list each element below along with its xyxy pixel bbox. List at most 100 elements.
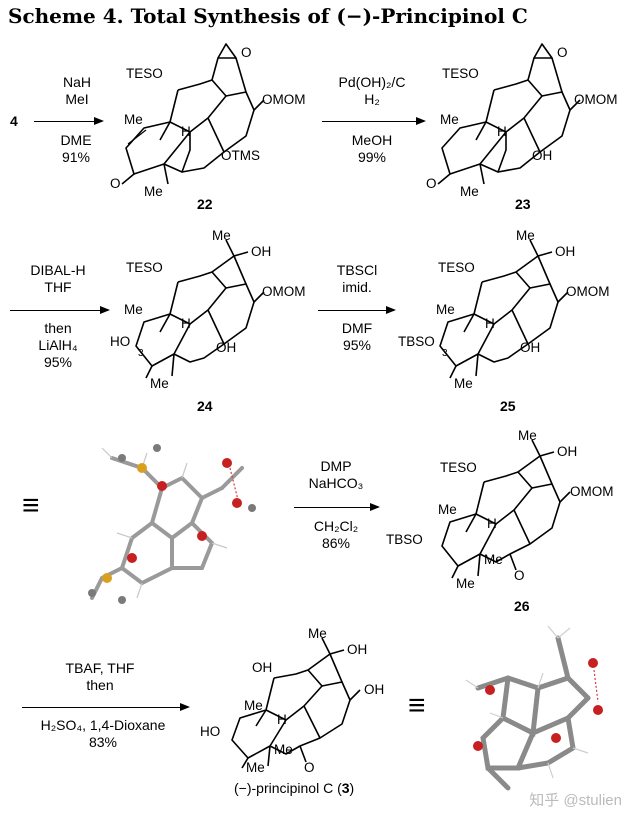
c26-tbso: TBSO [386, 532, 423, 547]
c25-me2: Me [454, 376, 473, 391]
compound-24-structure: Me OH TESO Me OMOM OH HO 3 H Me [108, 226, 313, 401]
c22-me2: Me [144, 184, 163, 199]
c26-me: Me [438, 502, 457, 517]
c24-ho: HO [110, 334, 131, 349]
c24-me2: Me [150, 376, 169, 391]
step3-reagents-above: DIBAL-H THF [10, 262, 106, 296]
watermark: 知乎 @stulien [529, 792, 622, 809]
c24-me-top: Me [212, 228, 231, 243]
c22-teso: TESO [126, 66, 163, 81]
c26-oh: OH [557, 444, 578, 459]
principinol-c-skeleton [231, 637, 361, 769]
c3-me2: Me [246, 760, 265, 775]
c24-teso: TESO [126, 260, 163, 275]
step2-yield: 99% [357, 149, 387, 165]
xray-principinol-c-image [448, 618, 626, 798]
c24-me: Me [124, 302, 143, 317]
c22-oxirane-o: O [241, 45, 252, 60]
c26-teso: TESO [440, 460, 477, 475]
c26-me-top: Me [518, 428, 537, 443]
c25-me-top: Me [516, 228, 535, 243]
compound-24-skeleton [135, 239, 265, 379]
step2-solvent: MeOH [351, 132, 393, 148]
step2-reagent: Pd(OH)₂/C [338, 74, 406, 90]
step6-reagent2: H₂SO₄, 1,4-Dioxane [40, 717, 166, 733]
c24-c3-locant: 3 [138, 348, 144, 359]
step1-solvent: DME [60, 132, 92, 148]
step5-reagent: DMP [320, 458, 352, 474]
c26-me3: Me [484, 552, 503, 567]
c25-omom: OMOM [566, 284, 610, 299]
c23-h: H [497, 124, 507, 139]
c3-oh-left: OH [252, 660, 273, 675]
c22-omom: OMOM [262, 92, 306, 107]
step4-reagent: imid. [342, 279, 372, 295]
step4-yield: 95% [342, 337, 372, 353]
principinol-c-structure: Me OH OH Me OH HO H Me O Me [196, 626, 402, 778]
c3-oh-right: OH [364, 682, 385, 697]
compound-22-number: 22 [197, 196, 213, 212]
compound-25-structure: Me OH TESO Me OMOM OH TBSO 3 H Me [396, 226, 618, 401]
step6-yield: 83% [88, 734, 118, 750]
step4-conditions-below: DMF 95% [322, 320, 392, 354]
step3-yield: 95% [43, 354, 73, 370]
c3-h: H [277, 712, 287, 727]
c25-oh-top: OH [555, 244, 576, 259]
c23-oh: OH [532, 148, 553, 163]
principinol-c-label: (−)-principinol C (3) [234, 780, 354, 796]
c3-ketone-o: O [304, 760, 315, 775]
step2-reagent: H₂ [364, 91, 380, 107]
step5-solvent: CH₂Cl₂ [313, 518, 359, 534]
c26-ketone-o: O [514, 568, 525, 583]
scheme-title: Scheme 4. Total Synthesis of (−)-Princip… [8, 4, 528, 28]
c22-h: H [181, 124, 191, 139]
compound-23-skeleton [437, 43, 581, 185]
step3-conditions-below: then LiAlH₄ 95% [10, 320, 106, 371]
xray-25-drawing [88, 444, 256, 604]
c24-oh-top: OH [251, 244, 272, 259]
step1-reagent: NaH [62, 74, 91, 90]
c3-me-top: Me [308, 626, 327, 641]
start-compound-number: 4 [10, 113, 18, 129]
c23-omom: OMOM [574, 92, 618, 107]
step6-conditions-below: H₂SO₄, 1,4-Dioxane 83% [18, 717, 188, 751]
step4-reagents-above: TBSCl imid. [322, 262, 392, 296]
c3-me3: Me [274, 742, 293, 757]
reaction-arrow-3 [10, 305, 110, 314]
compound-26-skeleton [441, 439, 571, 579]
reaction-arrow-1 [34, 116, 104, 125]
step1-reagents-above: NaH MeI [42, 74, 112, 108]
compound-26-structure: Me OH TESO Me OMOM TBSO H Me O Me [384, 426, 618, 596]
c25-c3-locant: 3 [442, 348, 448, 359]
compound-22-skeleton [121, 43, 265, 185]
step3-word: then [44, 320, 72, 336]
step1-yield: 91% [61, 149, 91, 165]
step5-conditions-below: CH₂Cl₂ 86% [296, 518, 376, 552]
step3-reagent2: LiAlH₄ [38, 337, 78, 353]
principinol-c-number: 3 [341, 780, 350, 796]
principinol-c-name: (−)-principinol C ( [234, 780, 342, 796]
step6-reagent: TBAF, THF [65, 660, 135, 676]
step5-reagents-above: DMP NaHCO₃ [296, 458, 376, 492]
c22-otms: OTMS [221, 148, 260, 163]
c26-h: H [487, 516, 497, 531]
compound-22-structure: TESO Me O OMOM OTMS H O Me [108, 40, 313, 220]
step3-reagent: THF [44, 279, 72, 295]
c25-me: Me [436, 302, 455, 317]
reaction-arrow-5 [294, 502, 380, 511]
c25-tbso: TBSO [398, 334, 435, 349]
c3-me: Me [244, 698, 263, 713]
reaction-arrow-2 [322, 116, 426, 125]
c25-h: H [485, 316, 495, 331]
c26-omom: OMOM [570, 484, 614, 499]
c3-ho: HO [200, 724, 221, 739]
c25-oh2: OH [520, 340, 541, 355]
c22-me: Me [124, 112, 143, 127]
c23-teso: TESO [442, 66, 479, 81]
xray-structure-25-image [62, 428, 277, 613]
c24-h: H [181, 316, 191, 331]
step1-conditions-below: DME 91% [40, 132, 112, 166]
c26-me2: Me [456, 576, 475, 591]
c24-omom: OMOM [262, 284, 306, 299]
compound-23-structure: TESO Me O OMOM OH H O Me [424, 40, 629, 220]
